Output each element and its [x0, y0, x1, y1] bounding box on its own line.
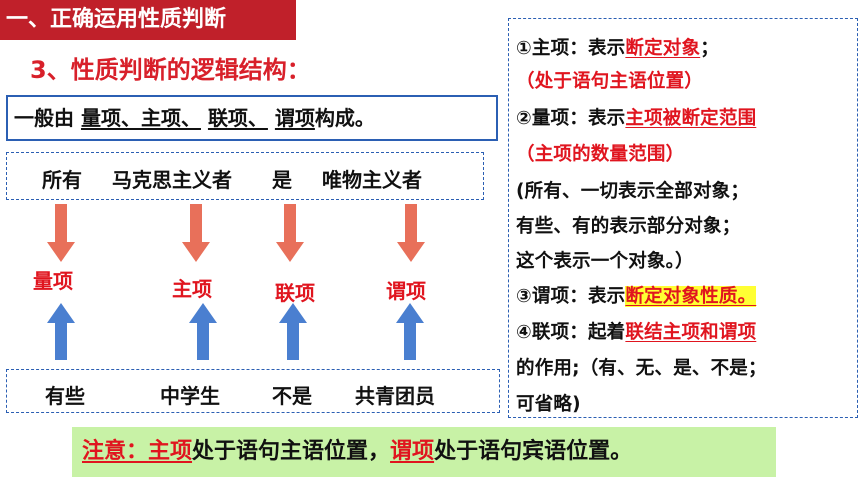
example-bottom-word-3: 不是: [272, 384, 312, 408]
explanation-line-this: 这个表示一个对象。）: [516, 251, 694, 272]
definition-part1: 量项、主项、: [80, 106, 201, 130]
explanation-subject-position: （处于语句主语位置）: [516, 71, 704, 92]
explanation-panel: [508, 18, 858, 418]
explanation-predicate-label: ③谓项：表示: [516, 286, 626, 307]
note-box: 注意：主项处于语句主语位置，谓项处于语句宾语位置。: [72, 427, 776, 477]
example-top-word-4: 唯物主义者: [322, 168, 422, 192]
explanation-copula-optional: 可省略): [516, 394, 581, 415]
explanation-subject-key: 断定对象: [625, 38, 701, 59]
explanation-copula-role: 的作用;（有、无、是、不是；: [516, 358, 767, 379]
example-bottom-word-1: 有些: [45, 384, 85, 408]
explanation-predicate-key: 断定对象性质。: [625, 286, 757, 307]
down-arrow-4: [397, 204, 425, 262]
term-quantifier: 量项: [33, 269, 73, 293]
example-sentence-bottom-box: [6, 369, 500, 413]
note-term-predicate: 谓项: [390, 439, 435, 464]
example-bottom-word-4: 共青团员: [355, 384, 435, 408]
up-arrow-2: [189, 303, 217, 360]
example-top-word-3: 是: [272, 168, 292, 192]
explanation-quantifier: ②量项：表示主项被断定范围: [516, 104, 756, 130]
down-arrow-3: [276, 204, 304, 262]
section-title: 一、正确运用性质判断: [0, 0, 296, 40]
explanation-subject-label: ①主项：表示: [516, 38, 626, 59]
explanation-quantifier-key: 主项被断定范围: [625, 108, 757, 129]
definition-box: 一般由 量项、主项、 联项、 谓项构成。: [6, 95, 498, 141]
subtitle: 3、性质判断的逻辑结构：: [30, 56, 311, 84]
definition-suffix: 构成。: [314, 106, 375, 130]
note-text-1: 处于语句主语位置，: [192, 439, 391, 464]
explanation-quantifier-label: ②量项：表示: [516, 108, 626, 129]
explanation-subject: ①主项：表示断定对象；: [516, 34, 719, 60]
note-text-2: 处于语句宾语位置。: [434, 439, 633, 464]
term-predicate: 谓项: [386, 279, 426, 303]
example-top-word-2: 马克思主义者: [112, 168, 232, 192]
explanation-line-all: (所有、一切表示全部对象；: [516, 181, 750, 202]
definition-prefix: 一般由: [14, 106, 74, 130]
explanation-predicate: ③谓项：表示断定对象性质。: [516, 282, 757, 308]
explanation-line-some: 有些、有的表示部分对象；: [516, 216, 741, 237]
up-arrow-3: [279, 303, 307, 360]
definition-part3: 谓项: [274, 106, 315, 130]
example-top-word-1: 所有: [42, 168, 82, 192]
down-arrow-1: [47, 204, 75, 262]
note-label: 注意：: [82, 439, 149, 464]
down-arrows: [47, 204, 425, 262]
up-arrow-1: [47, 303, 75, 360]
explanation-copula-label: ④联项：起着: [516, 322, 626, 343]
up-arrow-4: [396, 303, 424, 360]
explanation-copula-key: 联结主项和谓项: [625, 322, 757, 343]
example-sentence-top-box: [6, 152, 484, 200]
definition-part2: 联项、: [207, 106, 268, 130]
note-term-subject: 主项: [148, 439, 193, 464]
explanation-subject-end: ；: [700, 38, 719, 59]
term-subject: 主项: [172, 277, 212, 301]
up-arrows: [47, 303, 424, 360]
example-bottom-word-2: 中学生: [160, 384, 220, 408]
down-arrow-2: [182, 204, 210, 262]
explanation-copula: ④联项：起着联结主项和谓项: [516, 318, 756, 344]
explanation-quantifier-range: （主项的数量范围）: [516, 144, 685, 165]
term-copula: 联项: [275, 281, 315, 305]
